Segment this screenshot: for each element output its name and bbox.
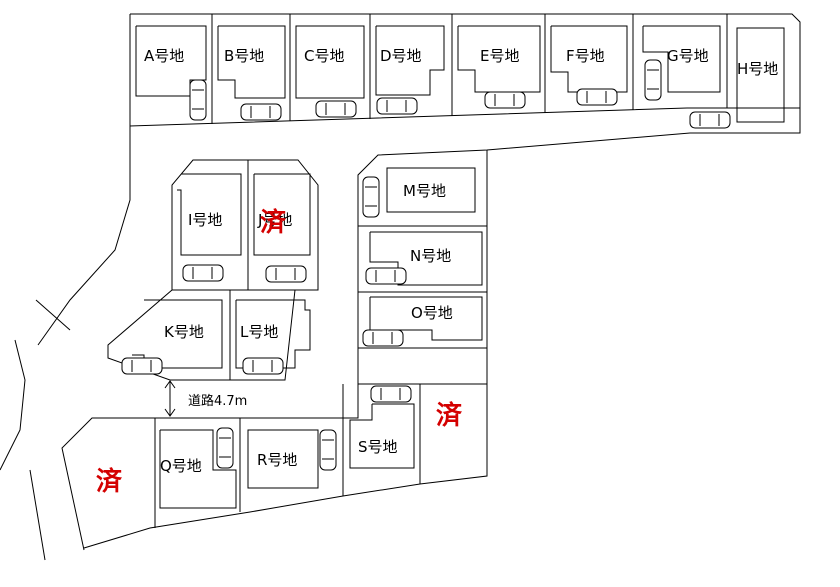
car-icon [121,357,163,375]
car-icon [216,427,234,469]
car-icon [365,267,407,285]
lot-label-a: A号地 [144,47,184,65]
car-icon [484,91,526,109]
road-width-marker: 道路4.7m [164,380,247,417]
lot-label-n: N号地 [410,247,451,265]
lot-label-k: K号地 [164,323,204,341]
sold-mark-j: 済 [260,207,287,238]
car-icon [265,265,307,283]
lot-label-j: J号地 [257,211,292,229]
car-icon [362,329,404,347]
sold-mark-lower-left: 済 [96,466,123,497]
car-icon [182,264,224,282]
lot-label-d: D号地 [380,47,422,65]
sold-marks: 済 済 済 [96,207,463,497]
car-icon [362,176,380,218]
road-width-label: 道路4.7m [188,393,247,409]
lot-label-r: R号地 [257,451,297,469]
lot-labels: A号地 B号地 C号地 D号地 E号地 F号地 G号地 H号地 I号地 J号地 … [144,47,778,475]
lot-label-s: S号地 [358,438,398,456]
sold-mark-p: 済 [436,400,463,431]
lot-label-q: Q号地 [160,457,202,475]
car-icon [240,103,282,121]
car-icon [315,100,357,118]
house-footprints [132,25,785,509]
lot-label-f: F号地 [566,47,605,65]
car-icon [370,385,412,403]
lot-label-e: E号地 [480,47,519,65]
lot-label-l: L号地 [240,323,278,341]
lot-label-b: B号地 [224,47,264,65]
lot-label-g: G号地 [667,47,709,65]
lot-label-c: C号地 [304,47,344,65]
lot-label-h: H号地 [737,60,778,78]
car-icon [242,357,284,375]
car-icon [189,79,207,121]
lot-label-i: I号地 [188,211,222,229]
car-icon [576,88,618,106]
lot-label-m: M号地 [403,182,446,200]
car-icon [644,59,662,101]
parking-cars [121,59,731,471]
car-icon [319,429,337,471]
lot-label-o: O号地 [411,304,453,322]
central-block [107,159,319,381]
boundary-lines [0,13,801,561]
car-icon [689,111,731,129]
car-icon [376,97,418,115]
right-block-dividers [154,225,487,528]
